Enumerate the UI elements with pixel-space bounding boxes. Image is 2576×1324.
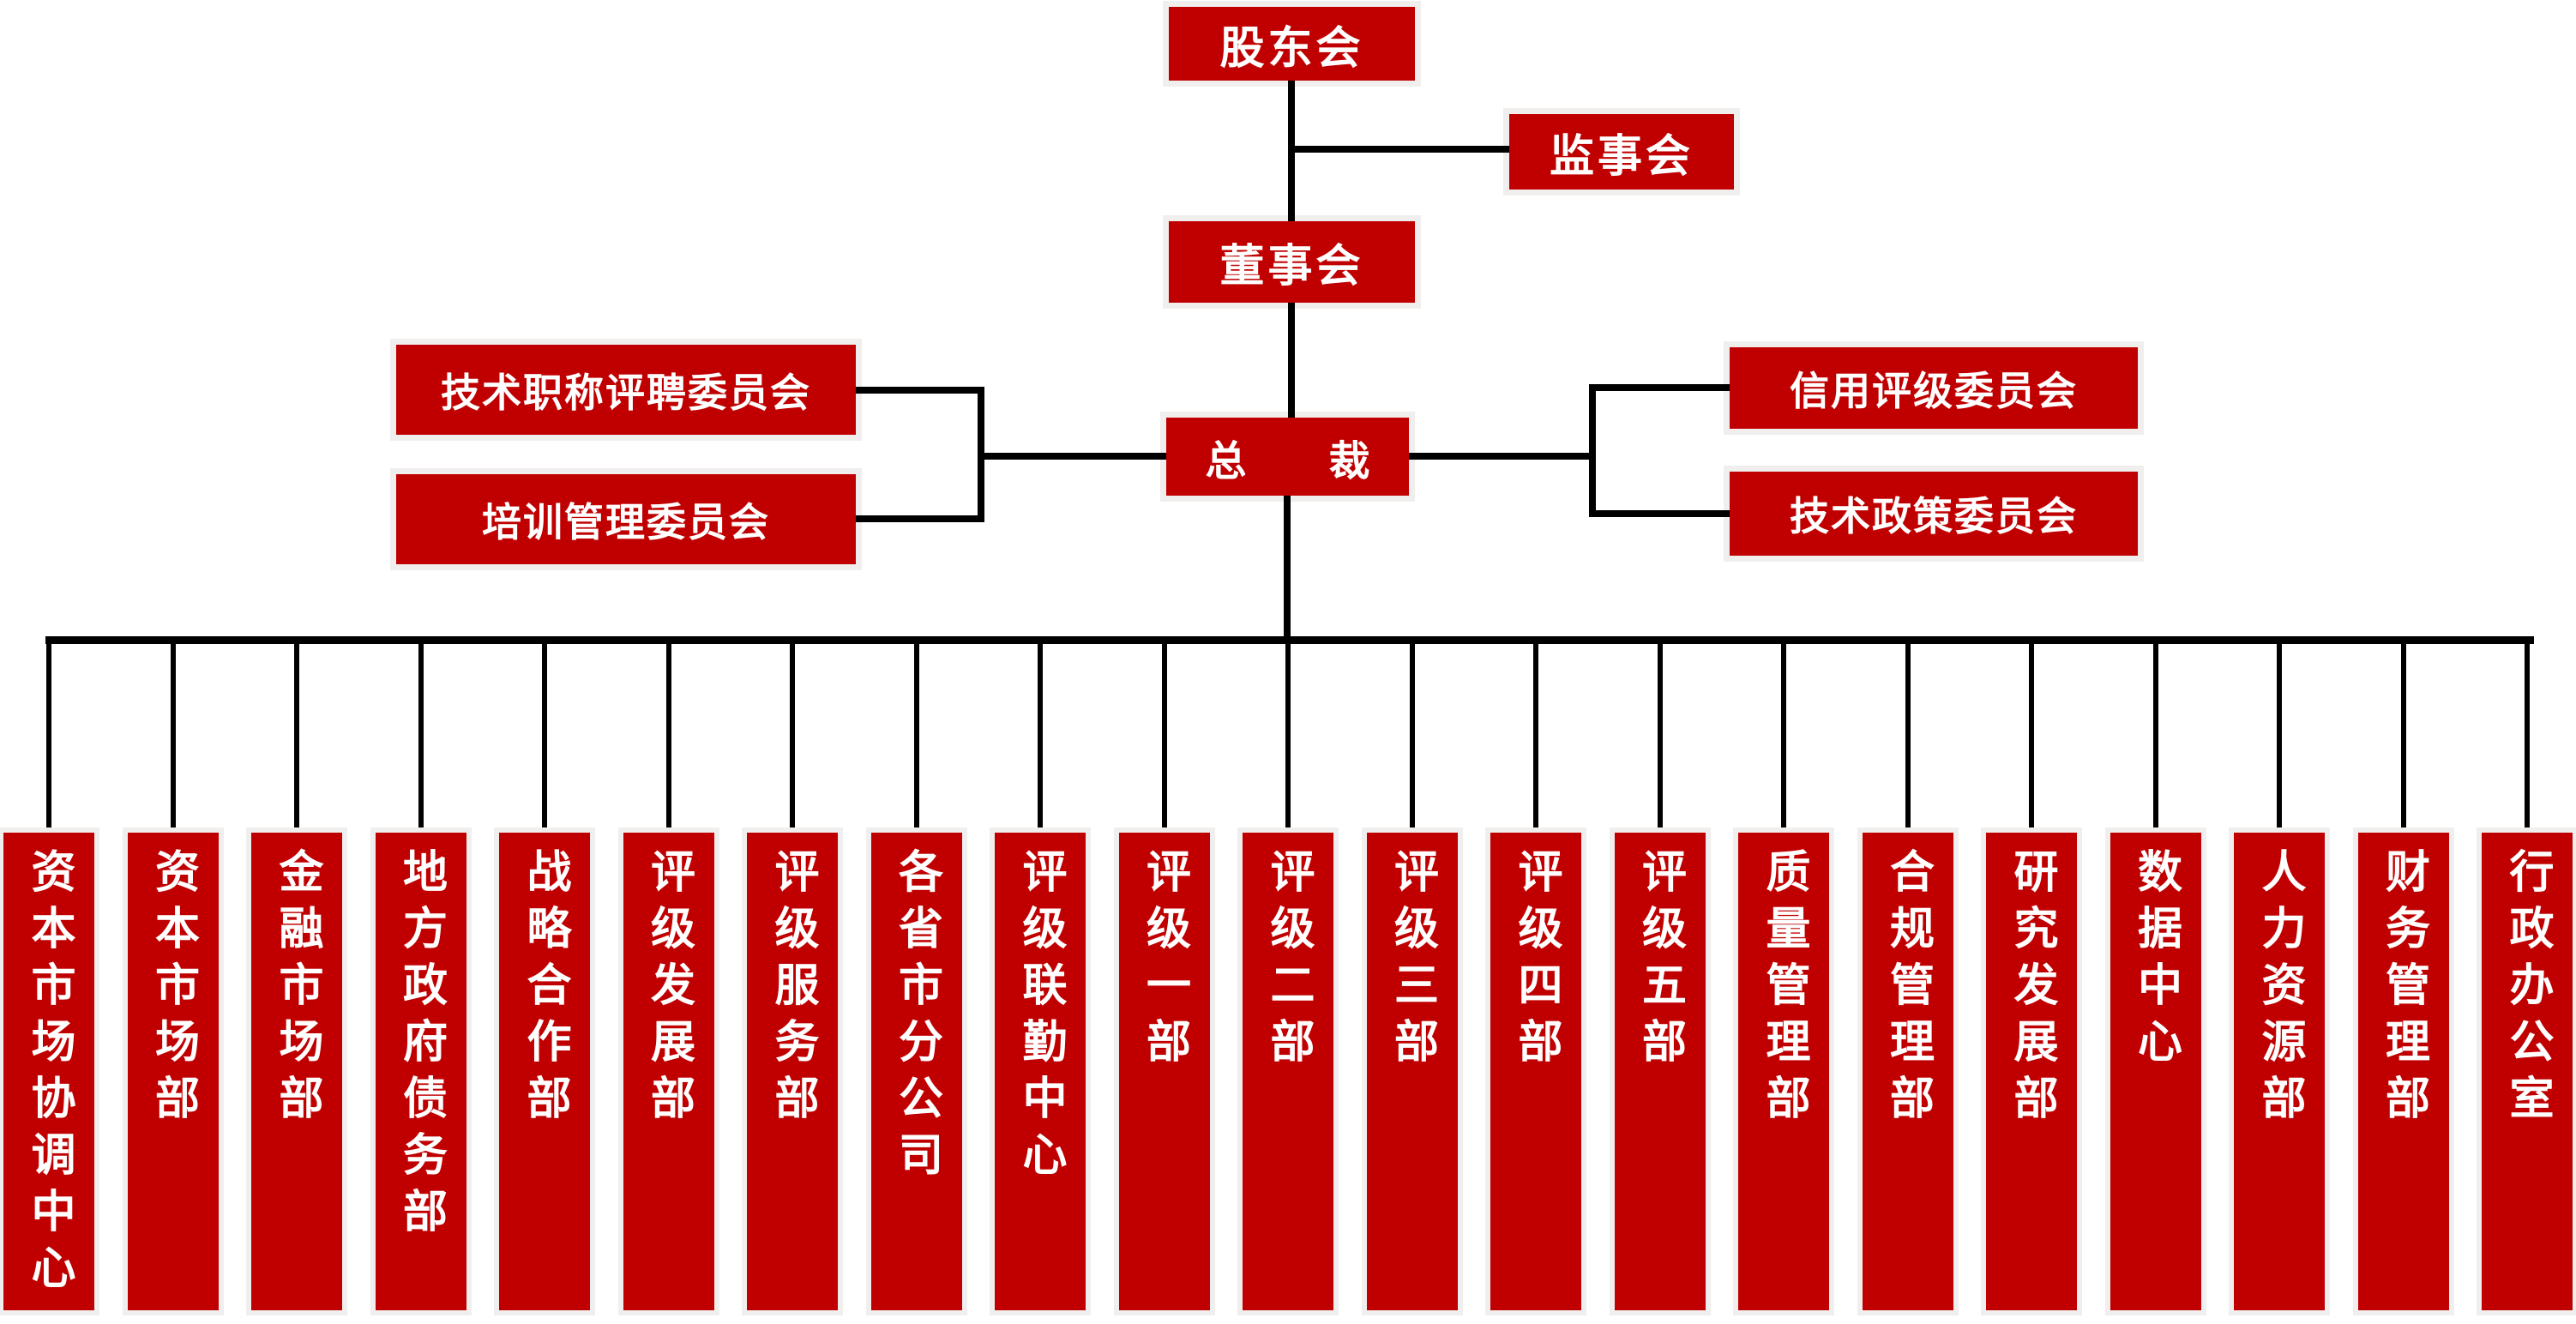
dept-label: 战略合作部 (519, 848, 570, 1131)
connector-left-committee-2 (856, 515, 984, 522)
connector-department-drop (2029, 644, 2034, 833)
dept-box-3: 地方政府债务部 (375, 833, 466, 1310)
connector-department-drop (418, 644, 424, 833)
dept-box-20: 行政办公室 (2482, 833, 2573, 1310)
dept-label: 评级三部 (1386, 848, 1438, 1074)
dept-label: 人力资源部 (2254, 848, 2305, 1131)
connector-department-drop (1905, 644, 1911, 833)
node-committee-technical-policy: 技术政策委员会 (1730, 472, 2138, 556)
dept-label: 评级二部 (1262, 848, 1314, 1074)
connector-department-bus (45, 636, 2534, 644)
dept-box-17: 数据中心 (2110, 833, 2201, 1310)
connector-department-drop (2400, 644, 2406, 833)
dept-label: 合规管理部 (1881, 848, 1934, 1131)
connector-department-drop (2152, 644, 2158, 833)
dept-label: 行政办公室 (2501, 848, 2553, 1131)
dept-box-11: 评级三部 (1366, 833, 1458, 1310)
dept-label: 评级四部 (1510, 848, 1562, 1074)
connector-right-bracket-vertical (1589, 384, 1596, 517)
node-committee-training-management: 培训管理委员会 (396, 474, 856, 564)
dept-label: 评级发展部 (642, 848, 695, 1131)
dept-box-12: 评级四部 (1490, 833, 1581, 1310)
dept-box-14: 质量管理部 (1738, 833, 1829, 1310)
connector-department-drop (665, 644, 671, 833)
connector-president-to-right-bracket (1409, 453, 1596, 460)
node-president: 总 裁 (1166, 418, 1409, 496)
connector-left-committee-1 (856, 387, 984, 394)
dept-box-18: 人力资源部 (2234, 833, 2325, 1310)
dept-box-13: 评级五部 (1614, 833, 1706, 1310)
dept-box-9: 评级一部 (1118, 833, 1210, 1310)
connector-left-bracket-vertical (978, 387, 984, 522)
dept-box-7: 各省市分公司 (870, 833, 962, 1310)
dept-box-1: 资本市场部 (127, 833, 219, 1310)
dept-label: 评级服务部 (767, 848, 818, 1131)
connector-department-drop (913, 644, 919, 833)
dept-label: 资本市场部 (147, 848, 199, 1131)
connector-department-drop (790, 644, 795, 833)
node-supervisory-board: 监事会 (1509, 114, 1734, 190)
dept-label: 资本市场协调中心 (23, 848, 75, 1301)
connector-department-drop (1781, 644, 1786, 833)
dept-label: 各省市分公司 (890, 848, 942, 1188)
dept-box-8: 评级联勤中心 (995, 833, 1086, 1310)
dept-label: 评级联勤中心 (1014, 848, 1066, 1188)
dept-label: 质量管理部 (1758, 848, 1809, 1131)
dept-label: 财务管理部 (2377, 848, 2429, 1131)
node-committee-credit-rating: 信用评级委员会 (1730, 347, 2138, 429)
connector-department-drop (2277, 644, 2282, 833)
node-committee-technical-title: 技术职称评聘委员会 (396, 345, 856, 435)
connector-department-drop (542, 644, 547, 833)
connector-department-drop (46, 644, 51, 833)
connector-supervisory-branch (1291, 146, 1509, 153)
connector-department-drop (1657, 644, 1663, 833)
connector-department-drop (1161, 644, 1167, 833)
connector-department-drop (1409, 644, 1415, 833)
dept-box-19: 财务管理部 (2357, 833, 2449, 1310)
dept-box-6: 评级服务部 (747, 833, 838, 1310)
connector-right-committee-1 (1596, 384, 1730, 391)
dept-box-16: 研究发展部 (1986, 833, 2077, 1310)
dept-box-10: 评级二部 (1243, 833, 1333, 1310)
dept-box-0: 资本市场协调中心 (3, 833, 94, 1310)
connector-department-drop (170, 644, 176, 833)
connector-department-drop (1038, 644, 1043, 833)
dept-label: 地方政府债务部 (394, 848, 447, 1244)
connector-department-drop (1533, 644, 1538, 833)
connector-president-bus (1284, 496, 1291, 643)
dept-label: 评级一部 (1138, 848, 1190, 1074)
connector-board-president (1288, 303, 1295, 418)
connector-left-bracket-to-president (984, 453, 1166, 460)
dept-label: 评级五部 (1634, 848, 1686, 1074)
dept-box-5: 评级发展部 (623, 833, 714, 1310)
dept-label: 数据中心 (2129, 848, 2182, 1074)
dept-box-15: 合规管理部 (1862, 833, 1953, 1310)
dept-label: 金融市场部 (271, 848, 322, 1131)
connector-department-drop (294, 644, 299, 833)
connector-department-drop (2525, 644, 2530, 833)
node-board-of-directors: 董事会 (1169, 221, 1415, 303)
dept-box-2: 金融市场部 (251, 833, 342, 1310)
dept-box-4: 战略合作部 (499, 833, 590, 1310)
connector-department-drop (1285, 644, 1291, 833)
dept-label: 研究发展部 (2006, 848, 2057, 1131)
connector-right-committee-2 (1596, 510, 1730, 517)
node-shareholders: 股东会 (1169, 7, 1415, 81)
